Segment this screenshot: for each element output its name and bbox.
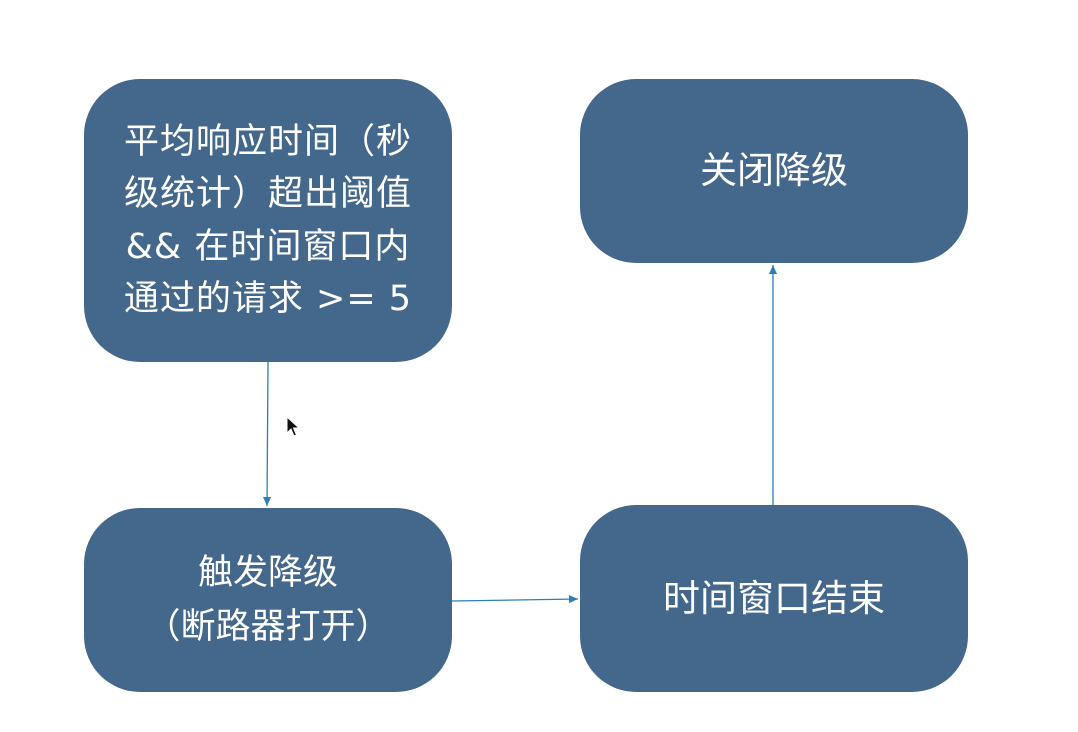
edge-trigger-to-window-end — [451, 595, 579, 604]
window-end-label: 时间窗口结束 — [663, 576, 885, 620]
threshold-line-4: 通过的请求 >= 5 — [123, 279, 413, 319]
threshold-line-2: 级统计）超出阈值 — [123, 174, 412, 214]
node-trigger-degrade: 触发降级 （断路器打开） — [84, 508, 452, 692]
node-threshold-condition: 平均响应时间（秒 级统计）超出阈值 && 在时间窗口内 通过的请求 >= 5 — [84, 79, 452, 362]
edge-threshold-to-trigger — [263, 361, 272, 507]
close-degrade-label: 关闭降级 — [700, 149, 848, 193]
threshold-line-3: && 在时间窗口内 — [125, 226, 411, 267]
node-close-degrade: 关闭降级 — [580, 79, 968, 263]
threshold-line-1: 平均响应时间（秒 — [123, 121, 412, 162]
trigger-degrade-sublabel: （断路器打开） — [145, 607, 391, 647]
mouse-pointer-icon — [286, 416, 300, 437]
node-window-end: 时间窗口结束 — [580, 505, 968, 692]
node-threshold-text: 平均响应时间（秒 级统计）超出阈值 && 在时间窗口内 通过的请求 >= 5 — [124, 116, 412, 326]
trigger-degrade-label: 触发降级 — [197, 552, 338, 593]
